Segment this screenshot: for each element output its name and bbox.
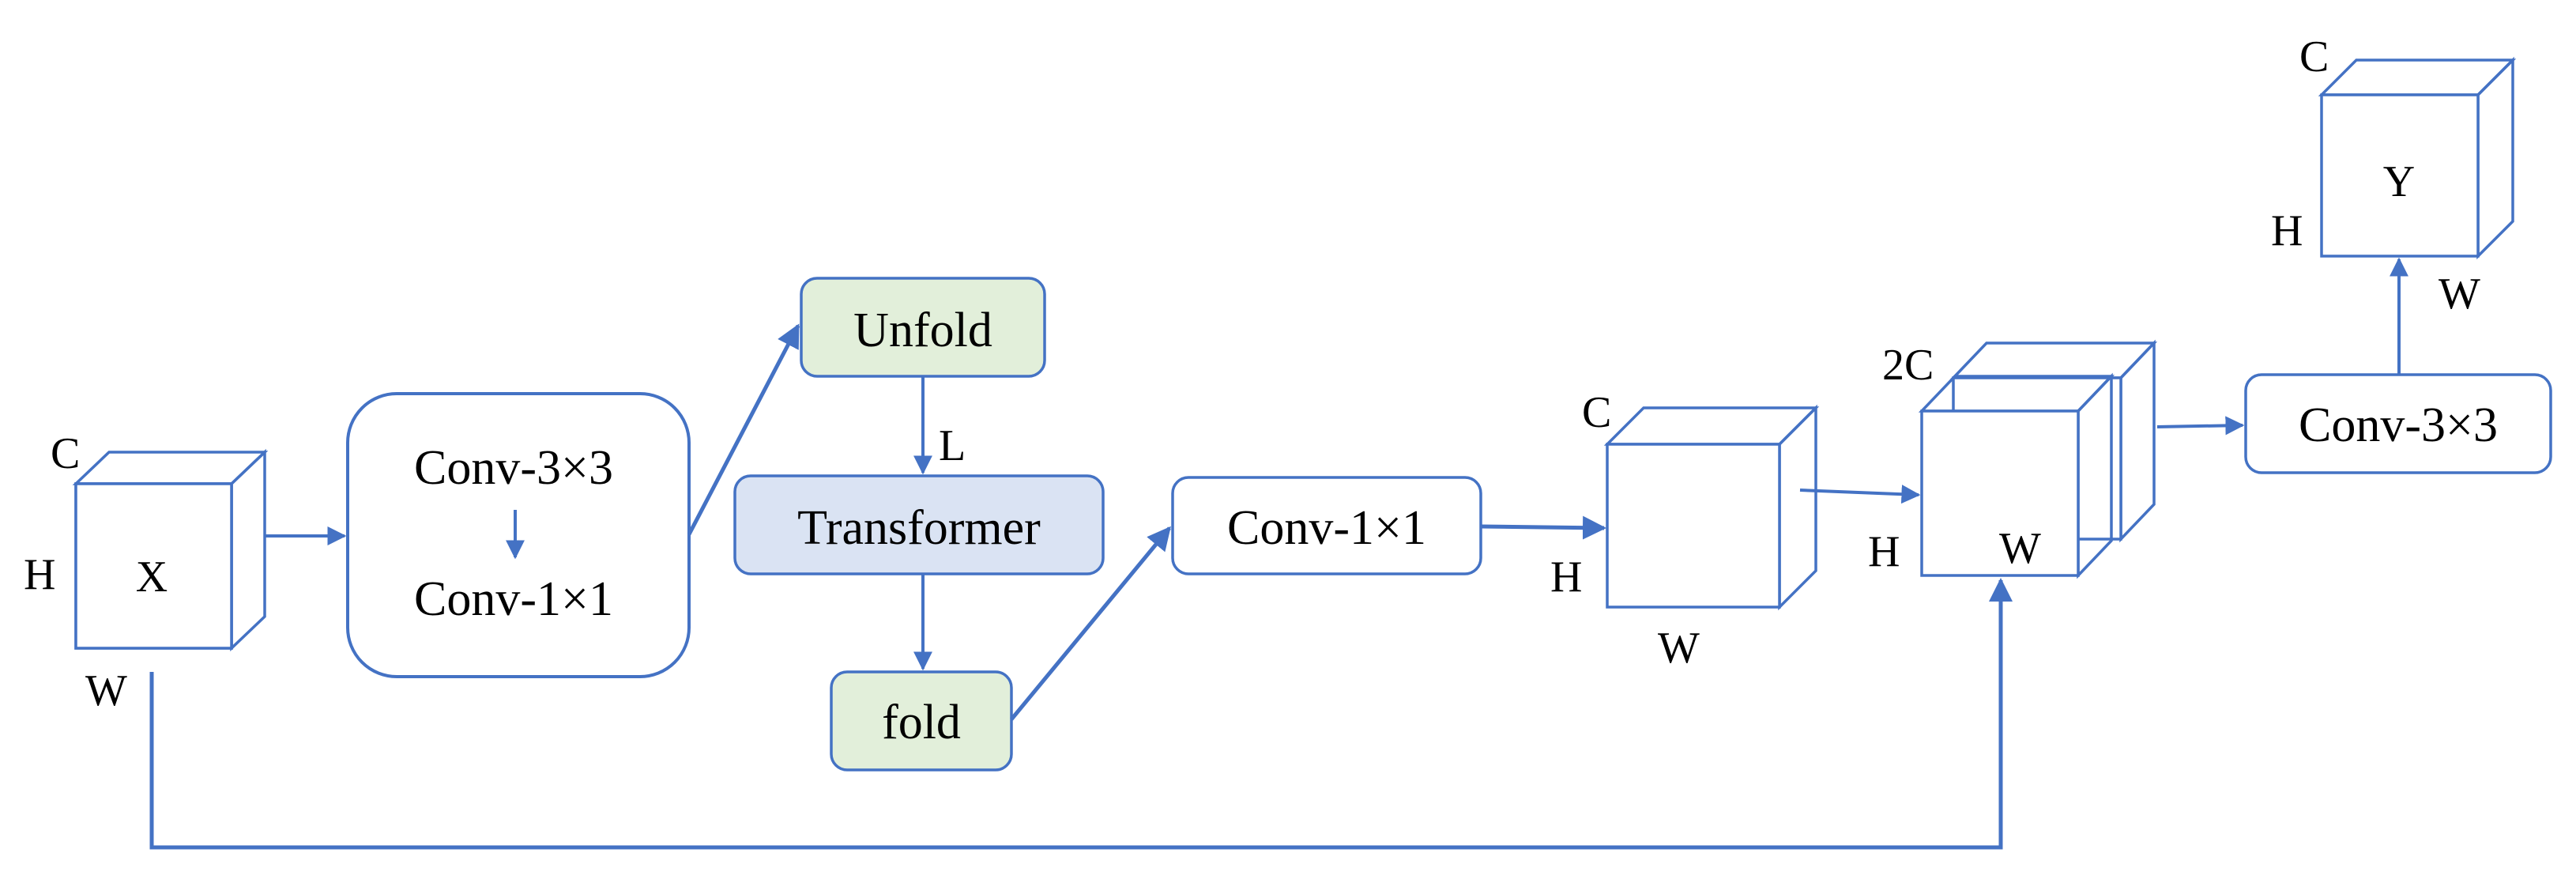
conv-after-fold-label: Conv-1×1 — [1227, 501, 1426, 555]
input-tensor-x: X C H W — [24, 429, 269, 715]
mid-dim-c: C — [1582, 388, 1611, 437]
concat-dim-c: 2C — [1882, 341, 1934, 390]
output-tensor-y: Y C H W — [2271, 32, 2517, 319]
mid-dim-h: H — [1550, 553, 1582, 602]
conv-block-box — [346, 392, 691, 678]
output-tensor-label: Y — [2383, 157, 2415, 206]
input-dim-c: C — [51, 429, 80, 478]
input-tensor-label: X — [136, 553, 168, 602]
unfold-node: Unfold — [800, 277, 1046, 378]
unfold-label: Unfold — [853, 304, 992, 357]
concat-to-final-conv-arrow — [2156, 416, 2245, 436]
conv-block: Conv-3×3 Conv-1×1 — [346, 392, 691, 678]
transformer-node: Transformer — [733, 474, 1105, 575]
final-conv-node: Conv-3×3 — [2244, 373, 2552, 474]
concat-dim-h: H — [1868, 527, 1900, 576]
input-dim-h: H — [24, 550, 55, 599]
mid-to-concat-arrow — [1799, 485, 1921, 504]
mid-dim-w: W — [1658, 624, 1700, 673]
skip-connection-arrow — [149, 578, 2013, 850]
unfold-edge-label: L — [939, 421, 966, 470]
transformer-label: Transformer — [797, 501, 1041, 555]
conv-1x1-label: Conv-1×1 — [414, 572, 613, 626]
fold-to-conv-arrow — [1010, 526, 1171, 721]
conv-after-fold-node: Conv-1×1 — [1171, 476, 1482, 575]
fold-node: fold — [830, 670, 1013, 771]
conv-to-mid-tensor-arrow — [1480, 515, 1606, 540]
input-dim-w: W — [85, 666, 127, 715]
concat-dim-w: W — [1999, 524, 2041, 573]
output-dim-c: C — [2299, 32, 2329, 81]
conv-3x3-label: Conv-3×3 — [414, 441, 613, 495]
mid-tensor: C H W — [1550, 388, 1820, 673]
output-dim-w: W — [2439, 270, 2480, 319]
output-dim-h: H — [2271, 206, 2303, 255]
final-conv-label: Conv-3×3 — [2299, 398, 2498, 452]
fold-label: fold — [882, 696, 961, 749]
conv-to-unfold-arrow — [687, 323, 800, 536]
concat-tensor: 2C H W — [1868, 339, 2158, 579]
